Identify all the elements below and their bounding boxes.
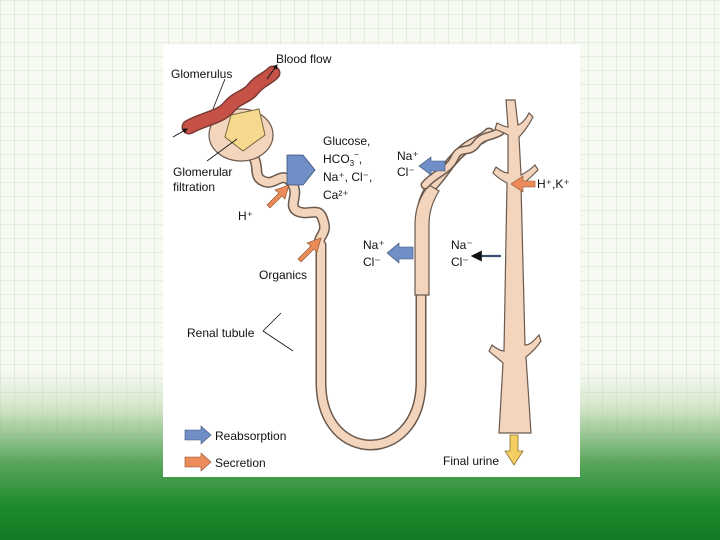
duct-cl-label: Cl⁻: [451, 255, 469, 269]
nephron-figure-panel: Glomerulus Blood flow Glomerular filtrat…: [163, 45, 580, 477]
upper-na-label: Na⁺: [397, 149, 419, 163]
ca-label: Ca²⁺: [323, 188, 349, 202]
blue-arrow-icon: [387, 243, 413, 263]
h-k-label: H⁺,K⁺: [537, 177, 570, 191]
upper-cl-label: Cl⁻: [397, 165, 415, 179]
renal-tubule-label: Renal tubule: [187, 326, 255, 340]
blood-flow-label: Blood flow: [276, 52, 332, 66]
glomerulus-group: [189, 73, 273, 161]
blue-arrow-icon: [287, 155, 315, 185]
legend-secretion-label: Secretion: [215, 456, 266, 470]
h-plus-label: H⁺: [238, 209, 253, 223]
na-cl-label: Na⁺, Cl⁻,: [323, 170, 372, 184]
orange-arrow-icon: [267, 185, 289, 208]
glomerular-filtration-label-2: filtration: [173, 180, 215, 194]
glucose-label: Glucose,: [323, 134, 370, 148]
glomerular-filtration-label-1: Glomerular: [173, 165, 232, 179]
hco3-label: HCO3−,: [323, 150, 362, 168]
loop-na-label: Na⁺: [363, 238, 385, 252]
organics-label: Organics: [259, 268, 307, 282]
final-urine-label: Final urine: [443, 454, 499, 468]
renal-tubule-pointer: [263, 313, 293, 351]
legend-reabsorption-swatch: [185, 426, 211, 444]
glomerulus-label: Glomerulus: [171, 67, 232, 81]
collecting-duct: [489, 100, 541, 433]
nephron-diagram: Glomerulus Blood flow Glomerular filtrat…: [163, 45, 580, 477]
duct-na-label: Na⁻: [451, 238, 473, 252]
urine-arrow-icon: [505, 435, 523, 465]
legend-secretion-swatch: [185, 453, 211, 471]
legend-reabsorption-label: Reabsorption: [215, 429, 286, 443]
loop-cl-label: Cl⁻: [363, 255, 381, 269]
